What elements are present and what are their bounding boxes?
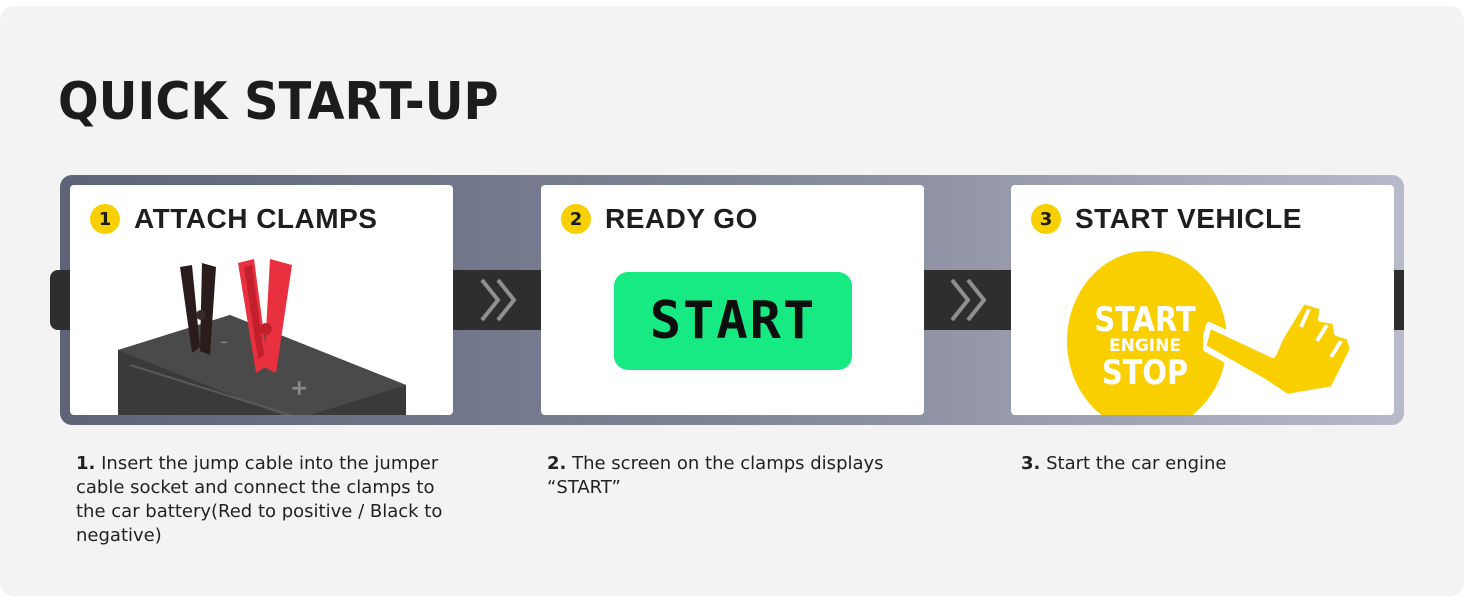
battery-clamps-illustration: – + [118, 259, 406, 415]
engine-stop-label: STOP [1101, 353, 1189, 393]
step-description: 2. The screen on the clamps displays “ST… [547, 452, 907, 500]
step-card-attach-clamps: 1 ATTACH CLAMPS – + [70, 185, 453, 415]
engine-start-button-icon [1067, 251, 1227, 415]
step-description-number: 3. [1021, 453, 1041, 474]
step-number-badge: 3 [1031, 204, 1061, 234]
step-card-ready-go: 2 READY GO START [541, 185, 924, 415]
step-description-number: 2. [547, 453, 567, 474]
step-header: 3 START VEHICLE [1031, 203, 1302, 235]
red-clamp-icon [238, 259, 292, 373]
connector-rail-2 [910, 270, 1020, 330]
step-title: ATTACH CLAMPS [134, 203, 378, 234]
step-description: 1. Insert the jump cable into the jumper… [76, 452, 456, 548]
step-number-badge: 1 [90, 204, 120, 234]
step-description: 3. Start the car engine [1021, 452, 1381, 476]
battery-plus-label: + [290, 376, 308, 401]
pointing-hand-icon [1203, 298, 1356, 400]
step-title: READY GO [605, 203, 758, 234]
step-header: 1 ATTACH CLAMPS [90, 203, 377, 235]
step-title: START VEHICLE [1075, 203, 1302, 234]
engine-start-label: START [1094, 300, 1196, 340]
engine-engine-label: ENGINE [1109, 336, 1181, 356]
step-card-start-vehicle: 3 START VEHICLE START ENGINE STOP [1011, 185, 1394, 415]
step-description-text: Insert the jump cable into the jumper ca… [76, 453, 443, 546]
engine-button-label: START ENGINE STOP [1075, 303, 1215, 390]
connector-rail-1 [440, 270, 550, 330]
step-description-text: The screen on the clamps displays “START… [547, 453, 884, 498]
step-header: 2 READY GO [561, 203, 758, 235]
step-description-number: 1. [76, 453, 96, 474]
chevron-right-icon [950, 278, 987, 322]
clamp-screen-display: START [614, 272, 852, 370]
battery-minus-label: – [220, 332, 228, 351]
chevron-right-icon [480, 278, 517, 322]
screen-start-text: START [649, 291, 817, 351]
step-number-badge: 2 [561, 204, 591, 234]
step-description-text: Start the car engine [1046, 453, 1227, 474]
black-clamp-icon [180, 263, 216, 355]
page-title: QUICK START-UP [58, 72, 499, 132]
